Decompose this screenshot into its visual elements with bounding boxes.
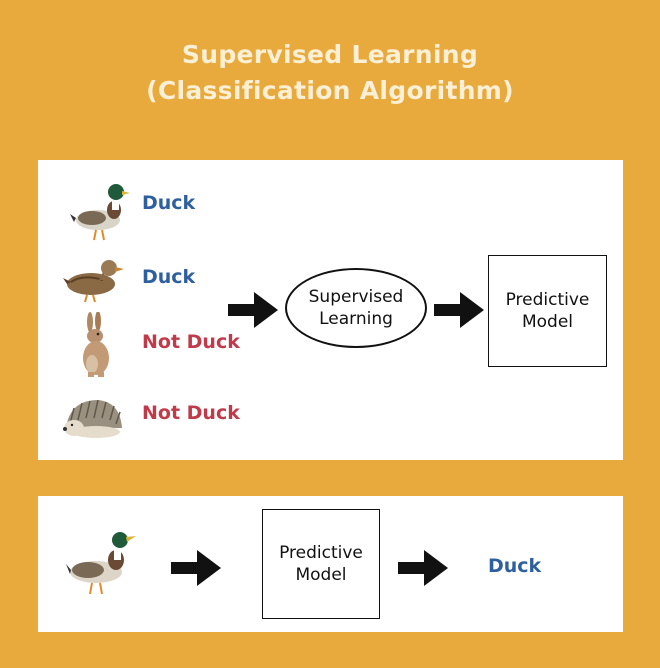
arrow-right-icon bbox=[171, 550, 221, 586]
title-line-1: Supervised Learning bbox=[181, 40, 479, 69]
mallard-duck-icon bbox=[66, 532, 136, 595]
female-duck-icon bbox=[63, 260, 124, 303]
training-label-4: Not Duck bbox=[142, 402, 240, 424]
arrow-right-icon bbox=[434, 292, 484, 328]
training-label-2: Duck bbox=[142, 266, 196, 288]
supervised-learning-node: Supervised Learning bbox=[285, 268, 427, 348]
training-label-1: Duck bbox=[142, 192, 196, 214]
rabbit-icon bbox=[83, 312, 109, 377]
training-panel: Duck Duck Not Duck Not Duck Sup bbox=[38, 160, 623, 460]
mallard-duck-icon bbox=[70, 184, 130, 241]
prediction-output-label: Duck bbox=[488, 555, 542, 577]
arrow-right-icon bbox=[398, 550, 448, 586]
hedgehog-icon bbox=[63, 399, 122, 438]
arrow-right-icon bbox=[228, 292, 278, 328]
training-label-3: Not Duck bbox=[142, 331, 240, 353]
title-line-2: (Classification Algorithm) bbox=[146, 76, 514, 105]
predictive-model-box: Predictive Model bbox=[488, 255, 607, 367]
predictive-model-box: Predictive Model bbox=[262, 509, 380, 619]
prediction-panel: Predictive Model Duck bbox=[38, 496, 623, 632]
